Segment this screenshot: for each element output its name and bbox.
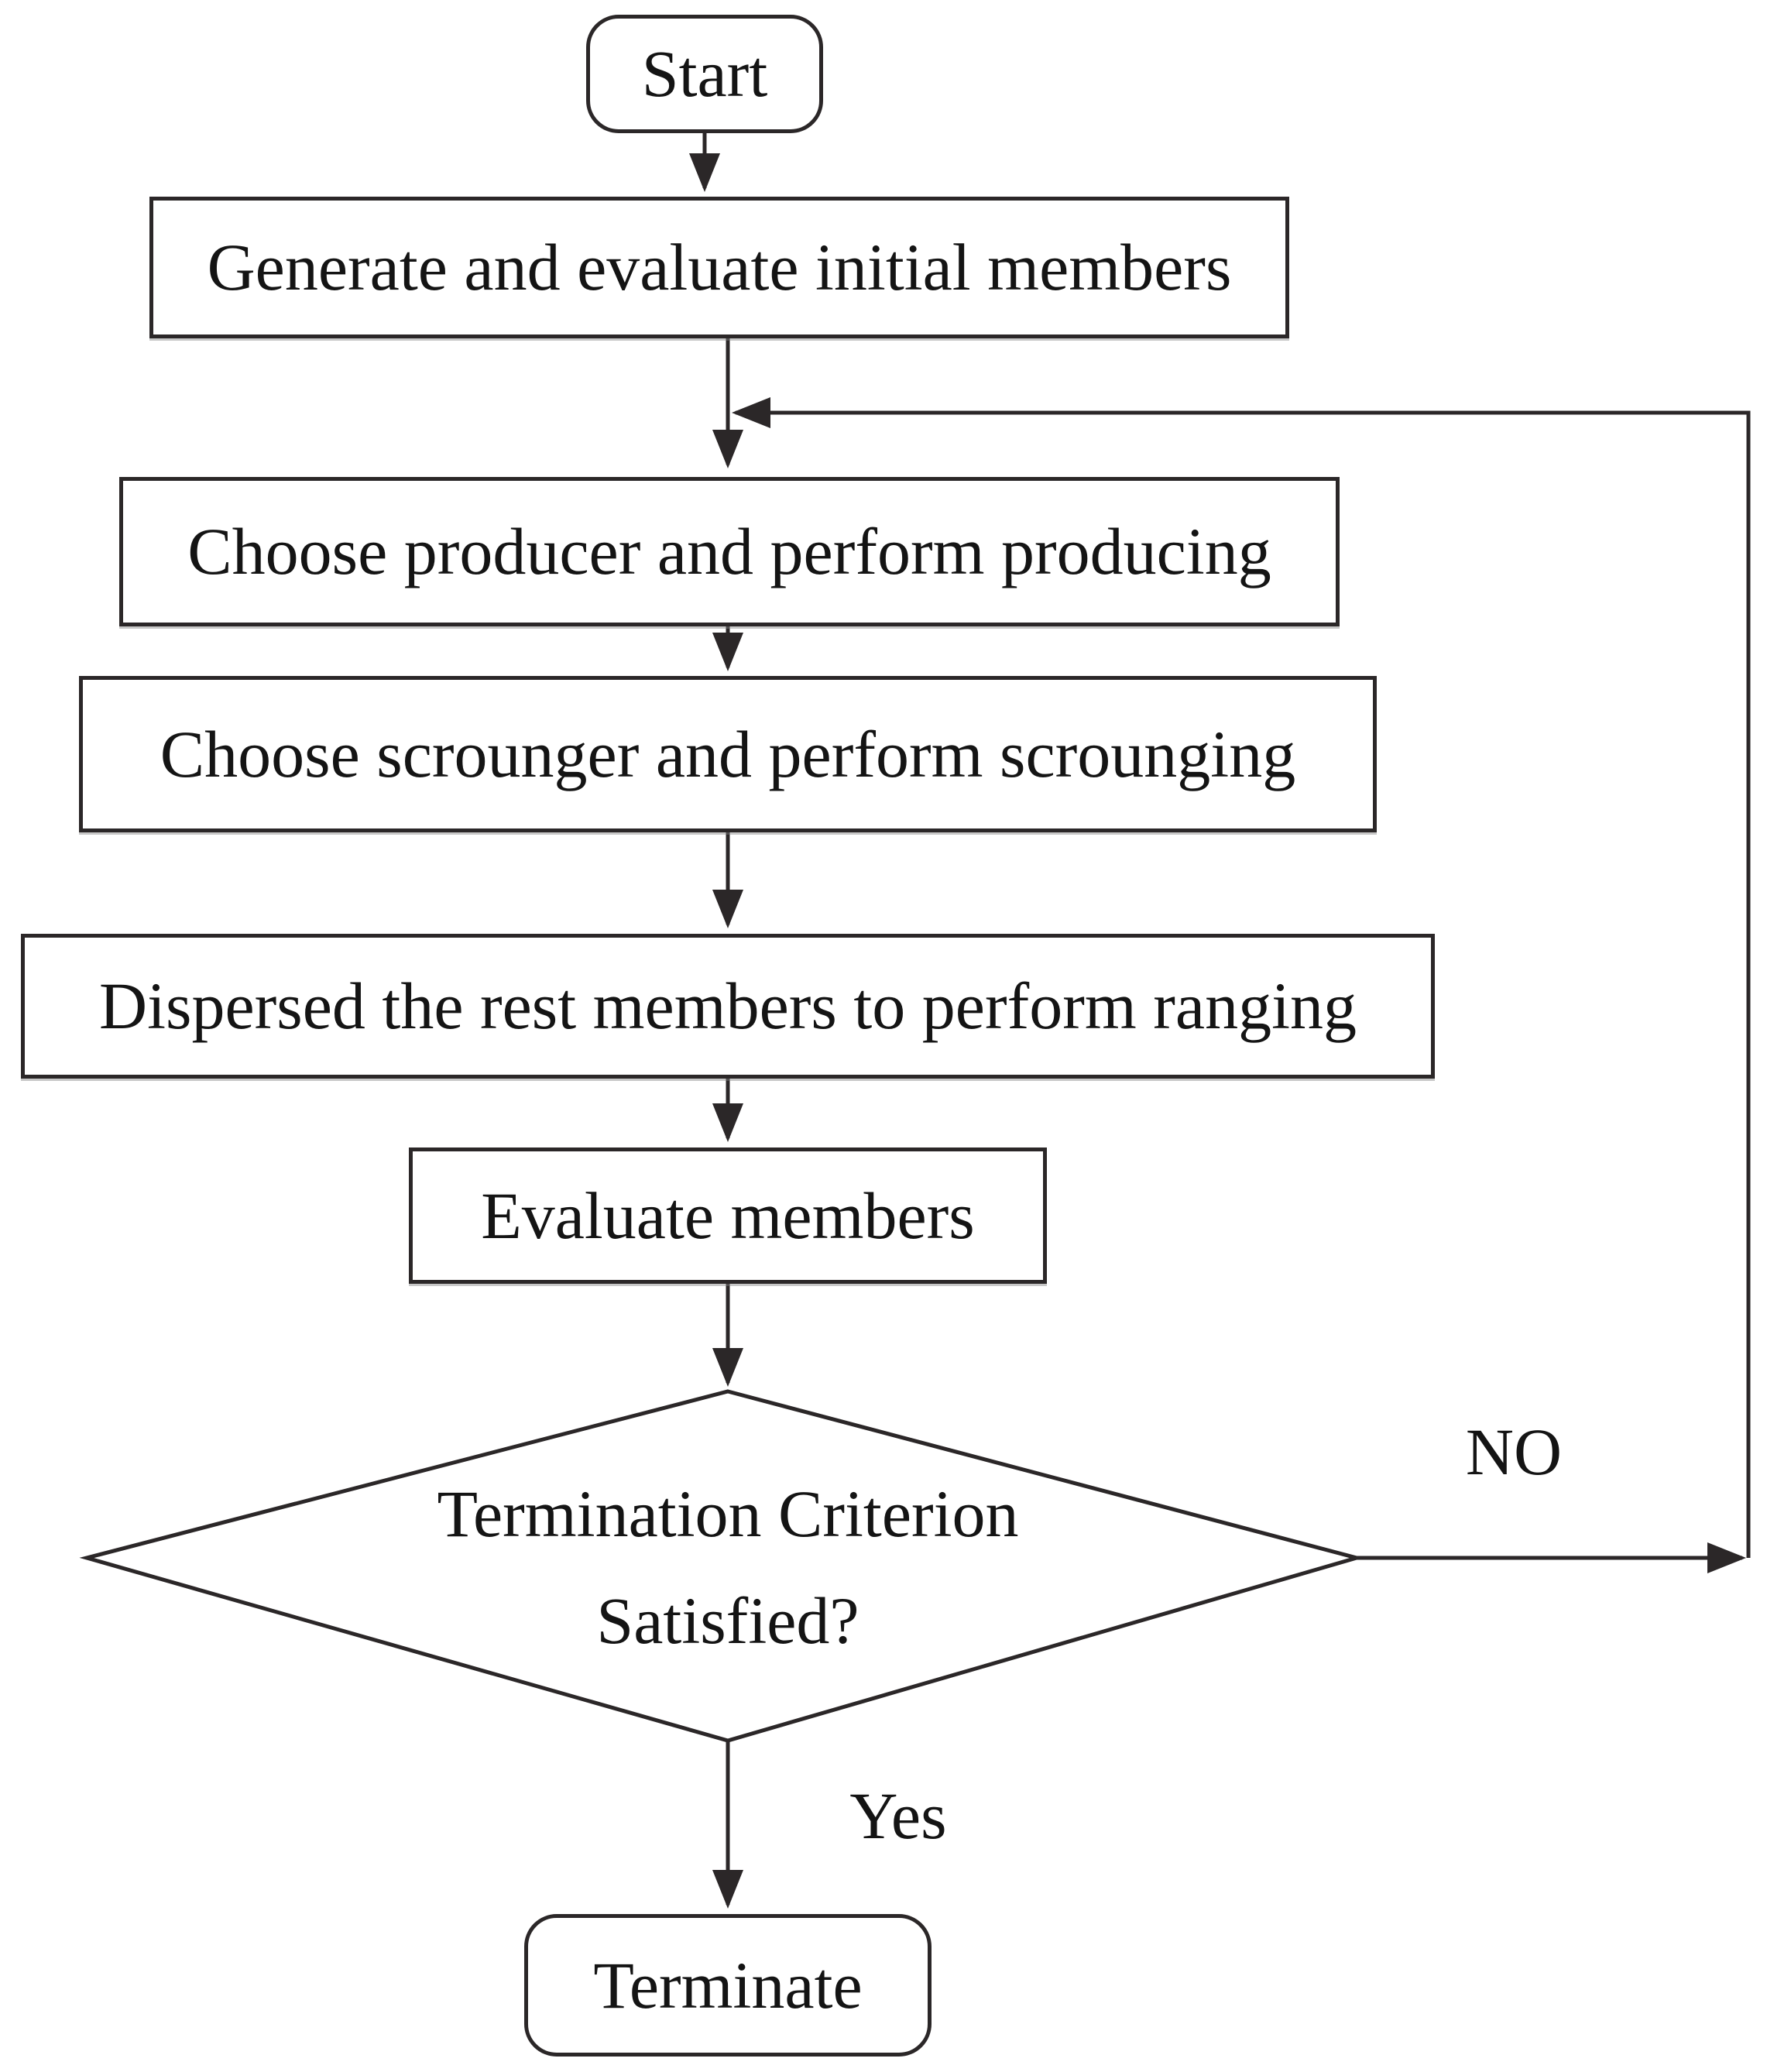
node-evaluate-label: Evaluate members: [481, 1178, 975, 1253]
node-evaluate-members: Evaluate members: [409, 1147, 1047, 1284]
edge-label-yes: Yes: [809, 1773, 987, 1858]
node-generate-label: Generate and evaluate initial members: [207, 230, 1232, 305]
decision-label-line1: Termination Criterion: [437, 1477, 1019, 1552]
node-terminate: Terminate: [524, 1914, 932, 2057]
node-terminate-label: Terminate: [593, 1947, 863, 2022]
decision-diamond-shape: [79, 1389, 1364, 1743]
node-start-label: Start: [641, 36, 768, 111]
node-termination-decision-label: Termination Criterion Satisfied?: [341, 1460, 1115, 1676]
node-choose-scrounger: Choose scrounger and perform scrounging: [79, 676, 1377, 832]
decision-label-line2: Satisfied?: [596, 1583, 859, 1658]
node-choose-producer: Choose producer and perform producing: [119, 477, 1340, 626]
node-disperse-label: Dispersed the rest members to perform ra…: [99, 969, 1357, 1044]
node-scrounger-label: Choose scrounger and perform scrounging: [160, 716, 1296, 791]
edge-label-no: NO: [1421, 1409, 1607, 1494]
node-disperse-rest-members: Dispersed the rest members to perform ra…: [21, 934, 1435, 1079]
node-generate-evaluate-initial: Generate and evaluate initial members: [149, 197, 1289, 338]
edge-no-loop-return: [732, 397, 1751, 1558]
node-start: Start: [586, 15, 823, 133]
node-producer-label: Choose producer and perform producing: [187, 514, 1271, 589]
